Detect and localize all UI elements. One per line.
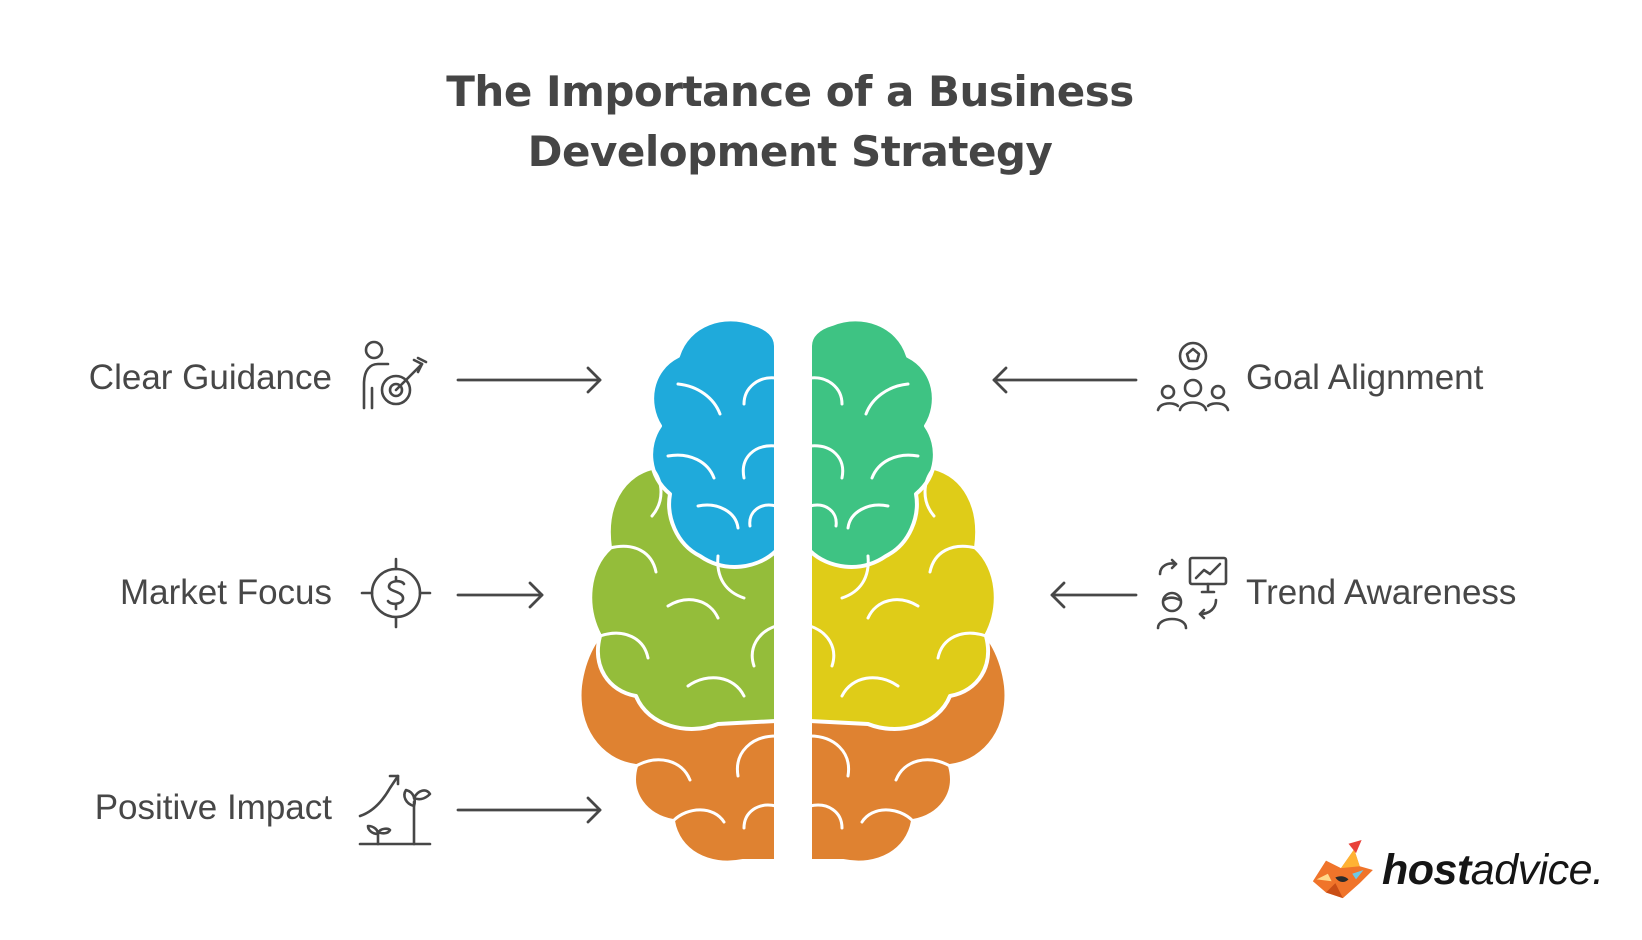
- arrow-positive-impact: [456, 796, 602, 824]
- arrow-goal-alignment: [992, 366, 1138, 394]
- label-clear-guidance: Clear Guidance: [88, 358, 332, 397]
- title-line-2: Development Strategy: [527, 127, 1053, 176]
- arrow-trend-awareness: [1050, 581, 1138, 609]
- brain-top-right-lobe: [808, 317, 937, 569]
- hostadvice-logo-fox-icon: [1312, 840, 1373, 899]
- label-trend-awareness: Trend Awareness: [1246, 573, 1517, 612]
- label-positive-impact: Positive Impact: [94, 788, 332, 827]
- arrow-market-focus: [456, 581, 544, 609]
- person-target-icon: [362, 340, 428, 410]
- diagram-title: The Importance of a Business Development…: [0, 62, 1580, 182]
- title-line-1: The Importance of a Business: [446, 67, 1134, 116]
- person-trend-chart-icon: [1156, 556, 1228, 630]
- dollar-target-icon: [360, 557, 432, 629]
- label-market-focus: Market Focus: [120, 573, 332, 612]
- hostadvice-logo-text: hostadvice.: [1382, 846, 1604, 895]
- logo-text-bold: host: [1382, 846, 1471, 894]
- growth-plant-icon: [358, 774, 432, 846]
- arrow-clear-guidance: [456, 366, 602, 394]
- label-goal-alignment: Goal Alignment: [1246, 358, 1484, 397]
- brain-top-left-lobe: [649, 317, 778, 569]
- brain-illustration: [577, 317, 1009, 865]
- logo-text-regular: advice.: [1470, 846, 1604, 894]
- team-goal-icon: [1156, 341, 1230, 412]
